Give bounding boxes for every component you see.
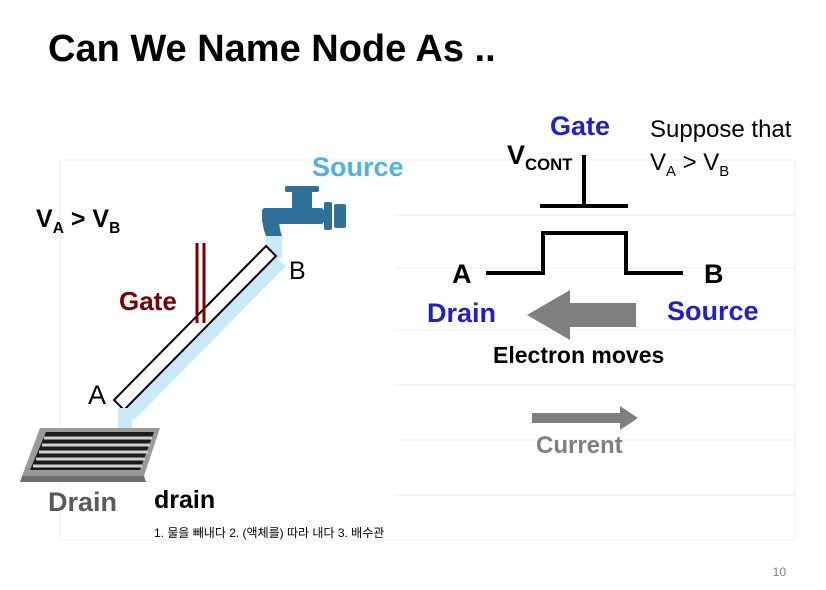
assumption-line-2: VA > VB (650, 146, 791, 183)
faucet-node-a-label: A (88, 380, 107, 410)
pipe-water (118, 252, 286, 420)
faucet-node-b-label: B (289, 257, 306, 285)
slide-title: Can We Name Node As .. (48, 28, 496, 70)
pipe-tube (112, 244, 278, 412)
note-op: > V (675, 149, 720, 176)
transistor-gate-label: Gate (550, 111, 611, 141)
voltage-op: > V (63, 205, 110, 233)
voltage-sub-b: B (109, 219, 121, 237)
drain-grate-icon (20, 428, 160, 482)
faucet-gate-label: Gate (119, 286, 177, 316)
background-grid (59, 159, 796, 541)
transistor-node-b-label: B (704, 259, 724, 289)
transistor-symbol (486, 155, 683, 275)
electron-arrow (527, 290, 636, 340)
voltage-sub-a: A (52, 219, 64, 237)
transistor-drain-label: Drain (427, 298, 497, 328)
assumption-note: Suppose that VA > VB (650, 113, 791, 183)
transistor-node-a-label: A (452, 259, 472, 289)
vcont-sub: CONT (525, 155, 573, 175)
drain-word: drain (154, 486, 216, 514)
electron-moves-label: Electron moves (493, 342, 665, 368)
transistor-source-label: Source (667, 296, 759, 326)
faucet-voltage-condition: VA > VB (36, 205, 121, 237)
current-arrow (532, 406, 638, 430)
voltage-v-a: V (36, 205, 53, 233)
gate-bar (195, 243, 206, 323)
drain-definition: 1. 물을 빼내다 2. (액체를) 따라 내다 3. 배수관 (154, 526, 385, 540)
vcont-label: VCONT (507, 140, 573, 175)
faucet-source-label: Source (312, 152, 404, 182)
note-sub-b: B (719, 163, 730, 180)
assumption-line-1: Suppose that (650, 116, 792, 143)
vcont-v: V (507, 140, 526, 170)
page-number: 10 (772, 565, 786, 579)
current-label: Current (536, 432, 623, 459)
note-v-a: V (650, 149, 667, 176)
faucet-drain-label: Drain (48, 487, 118, 517)
faucet-icon (262, 186, 346, 236)
note-sub-a: A (666, 163, 676, 180)
